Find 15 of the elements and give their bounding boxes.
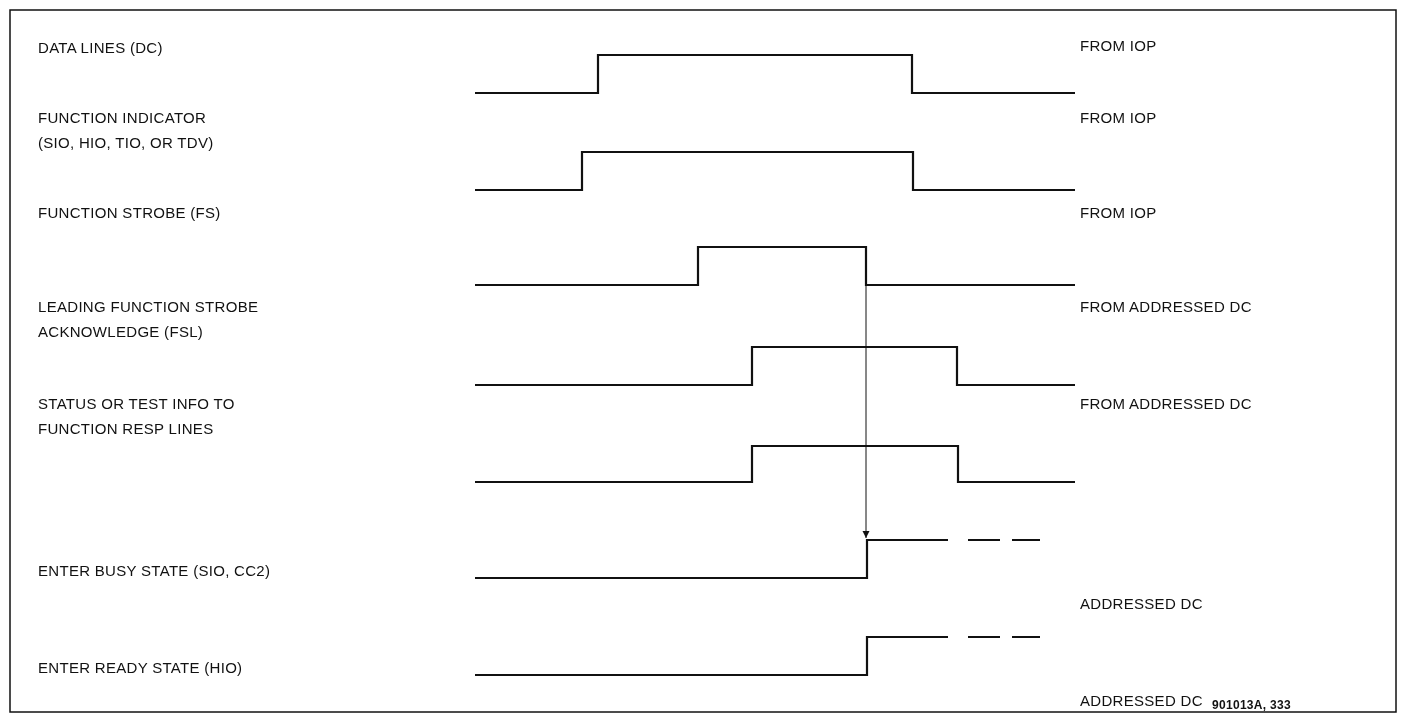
signal-source: FROM ADDRESSED DC xyxy=(1080,394,1253,414)
signal-source: FROM IOP xyxy=(1080,36,1158,56)
signal-source: ADDRESSED DC xyxy=(1080,691,1204,711)
signal-name: FUNCTION INDICATOR (SIO, HIO, TIO, OR TDV) xyxy=(38,108,215,153)
signal-source: FROM IOP xyxy=(1080,108,1158,128)
signal-source: FROM IOP xyxy=(1080,203,1158,223)
figure-number: 901013A, 333 xyxy=(1212,698,1292,712)
signal-name: LEADING FUNCTION STROBE ACKNOWLEDGE (FSL) xyxy=(38,297,260,342)
signal-name: ENTER BUSY STATE (SIO, CC2) xyxy=(38,561,272,581)
signal-name: STATUS OR TEST INFO TO FUNCTION RESP LINES xyxy=(38,394,236,439)
signal-source: FROM ADDRESSED DC xyxy=(1080,297,1253,317)
signal-name: DATA LINES (DC) xyxy=(38,38,164,58)
signal-name: ENTER READY STATE (HIO) xyxy=(38,658,244,678)
signal-source: ADDRESSED DC xyxy=(1080,594,1204,614)
signal-name: FUNCTION STROBE (FS) xyxy=(38,203,222,223)
